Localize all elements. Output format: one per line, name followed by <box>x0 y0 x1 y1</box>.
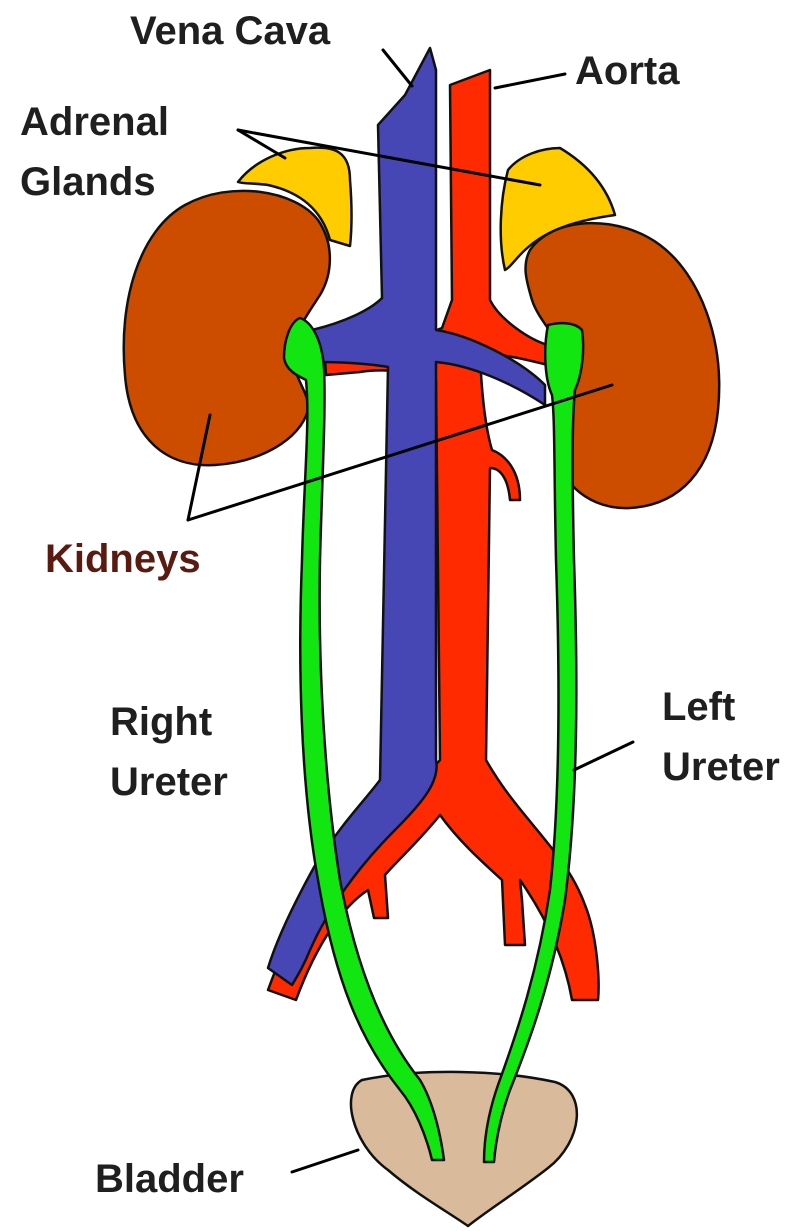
bladder-label: Bladder <box>95 1157 244 1201</box>
bladder <box>351 1072 577 1226</box>
vena-cava-label: Vena Cava <box>130 9 331 53</box>
adrenal-glands-label-line1: Adrenal <box>20 100 169 144</box>
vena-cava-leader <box>383 50 412 86</box>
kidneys-label: Kidneys <box>45 537 201 581</box>
aorta-label: Aorta <box>575 49 680 93</box>
right-ureter-label-line1: Right <box>110 700 212 744</box>
left-ureter-leader <box>574 742 633 770</box>
left-ureter-label-line2: Ureter <box>662 745 780 789</box>
bladder-leader <box>292 1150 358 1172</box>
left-ureter-label-line1: Left <box>662 685 735 729</box>
aorta-leader <box>495 74 565 88</box>
left-ureter <box>484 323 583 1162</box>
right-ureter-label-line2: Ureter <box>110 760 228 804</box>
adrenal-glands-label-line2: Glands <box>20 160 156 204</box>
